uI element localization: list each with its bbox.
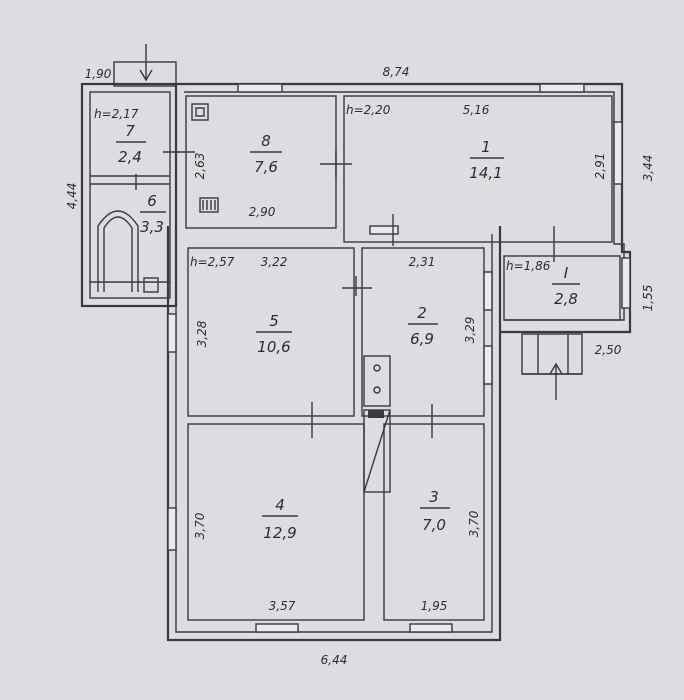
dim-top-total: 8,74	[383, 65, 410, 79]
room-4-label: 4 12,9	[262, 496, 298, 542]
svg-text:1: 1	[481, 138, 491, 156]
height-labels: h=2,20 h=2,57 h=2,17 h=1,86	[94, 103, 551, 273]
svg-text:I: I	[564, 264, 569, 282]
svg-text:4: 4	[275, 496, 285, 514]
dim-r1-height: 2,91	[593, 153, 607, 180]
svg-text:14,1: 14,1	[469, 164, 502, 182]
dim-r4-width: 3,57	[269, 599, 296, 613]
height-room-7: h=2,17	[94, 107, 139, 121]
height-room-I: h=1,86	[506, 259, 551, 273]
dim-right-height: 3,44	[641, 155, 655, 182]
room-7-label: 7 2,4	[116, 122, 146, 166]
svg-text:2,8: 2,8	[554, 290, 578, 308]
svg-text:2,4: 2,4	[118, 148, 142, 166]
svg-text:5: 5	[269, 312, 279, 330]
room-I-label: I 2,8	[552, 264, 580, 308]
height-room-5: h=2,57	[190, 255, 235, 269]
dim-rI-height: 1,55	[641, 285, 655, 312]
dim-r2-width: 2,31	[409, 255, 436, 269]
dim-r8-height: 2,63	[193, 153, 207, 180]
dim-r8-width: 2,90	[249, 205, 276, 219]
dim-rI-width: 2,50	[595, 343, 622, 357]
room-2-label: 2 6,9	[408, 304, 438, 348]
room-3-label: 3 7,0	[420, 488, 450, 534]
room-6-label: 6 3,3	[140, 192, 166, 236]
dimension-labels: 8,74 1,90 4,44 5,16 2,91 3,44 2,63 2,90 …	[65, 65, 655, 667]
svg-text:3: 3	[429, 488, 439, 506]
room-1-label: 1 14,1	[469, 138, 504, 182]
svg-text:8: 8	[261, 132, 271, 150]
dim-r5-width: 3,22	[261, 255, 288, 269]
windows	[89, 83, 631, 633]
svg-text:6,9: 6,9	[410, 330, 434, 348]
svg-text:7: 7	[125, 122, 135, 140]
svg-text:7,0: 7,0	[422, 516, 446, 534]
room-8-label: 8 7,6	[250, 132, 282, 176]
dim-r1-width: 5,16	[463, 103, 490, 117]
dim-bottom-total: 6,44	[321, 653, 348, 667]
dim-r3-width: 1,95	[421, 599, 448, 613]
height-room-1: h=2,20	[346, 103, 391, 117]
svg-text:3,3: 3,3	[140, 218, 164, 236]
dim-r3-height: 3,70	[467, 510, 481, 537]
dim-top-left: 1,90	[85, 67, 112, 81]
room-labels: 1 14,1 2 6,9 3 7,0 4 12,9 5 10,6 6 3,3	[116, 122, 580, 542]
outer-walls	[80, 61, 632, 642]
room-5-label: 5 10,6	[256, 312, 292, 356]
svg-text:6: 6	[147, 192, 157, 210]
svg-text:7,6: 7,6	[254, 158, 278, 176]
svg-text:12,9: 12,9	[263, 524, 296, 542]
doors	[135, 150, 569, 438]
svg-text:10,6: 10,6	[257, 338, 290, 356]
dim-r4-height: 3,70	[193, 512, 207, 539]
dim-r5-height: 3,28	[195, 320, 209, 347]
svg-text:2: 2	[417, 304, 427, 322]
entrance-arrows	[139, 44, 582, 400]
dim-left-height: 4,44	[65, 183, 79, 210]
dim-r2-height: 3,29	[463, 317, 477, 344]
